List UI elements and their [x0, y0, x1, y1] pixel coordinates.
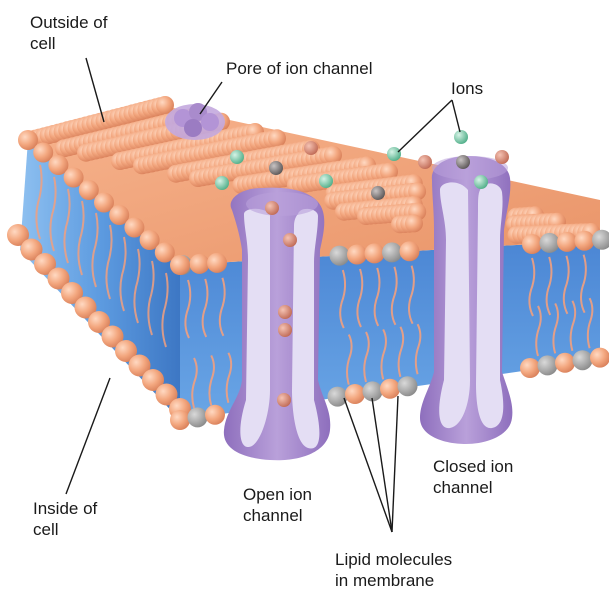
ion-sphere [371, 186, 385, 200]
lipid-head [190, 254, 210, 274]
lipid-head [170, 255, 190, 275]
label-lipid-line-1: Lipid molecules [335, 549, 452, 570]
lipid-head [207, 253, 227, 273]
lipid-head [573, 350, 593, 370]
lipid-head [188, 407, 208, 427]
lipid-head [557, 232, 577, 252]
ion-sphere [215, 176, 229, 190]
label-inside-line-2: cell [33, 519, 97, 540]
ion-sphere [474, 175, 488, 189]
label-lipid-line-2: in membrane [335, 570, 452, 591]
ion-sphere [278, 305, 292, 319]
label-open-line-1: Open ion [243, 484, 312, 505]
ion-sphere [265, 201, 279, 215]
lipid-head [205, 405, 225, 425]
ion-sphere [456, 155, 470, 169]
label-closed-ion-channel: Closed ion channel [433, 456, 513, 498]
lipid-head [380, 379, 400, 399]
label-closed-line-2: channel [433, 477, 513, 498]
lipid-head [328, 387, 348, 407]
lipid-head [540, 233, 560, 253]
ion-sphere [278, 323, 292, 337]
label-closed-line-1: Closed ion [433, 456, 513, 477]
ion-sphere [230, 150, 244, 164]
lipid-head [555, 353, 575, 373]
lipid-head [382, 242, 402, 262]
ion-sphere [304, 141, 318, 155]
label-ions: Ions [451, 78, 483, 99]
ion-sphere [495, 150, 509, 164]
lipid-head [538, 355, 558, 375]
lipid-head [520, 358, 540, 378]
ion-sphere [269, 161, 283, 175]
lipid-head [268, 129, 286, 147]
lipid-head [575, 231, 595, 251]
lipid-head [345, 384, 365, 404]
lipid-head [330, 246, 350, 266]
ion-sphere [387, 147, 401, 161]
lipid-head [347, 245, 367, 265]
label-open-line-2: channel [243, 505, 312, 526]
label-lipid-molecules: Lipid molecules in membrane [335, 549, 452, 591]
label-inside-line-1: Inside of [33, 498, 97, 519]
label-outside-line-1: Outside of [30, 12, 108, 33]
lipid-head [400, 241, 420, 261]
label-outside-of-cell: Outside of cell [30, 12, 108, 54]
lipid-head [365, 243, 385, 263]
ion-sphere [283, 233, 297, 247]
ion-sphere [277, 393, 291, 407]
lipid-head [405, 214, 423, 232]
label-outside-line-2: cell [30, 33, 108, 54]
ion-sphere [418, 155, 432, 169]
label-pore-of-ion-channel: Pore of ion channel [226, 58, 373, 79]
label-inside-of-cell: Inside of cell [33, 498, 97, 540]
lipid-head [398, 376, 418, 396]
lipid-head [170, 410, 190, 430]
label-open-ion-channel: Open ion channel [243, 484, 312, 526]
ion-sphere [319, 174, 333, 188]
ion-sphere [454, 130, 468, 144]
lipid-head [522, 234, 542, 254]
